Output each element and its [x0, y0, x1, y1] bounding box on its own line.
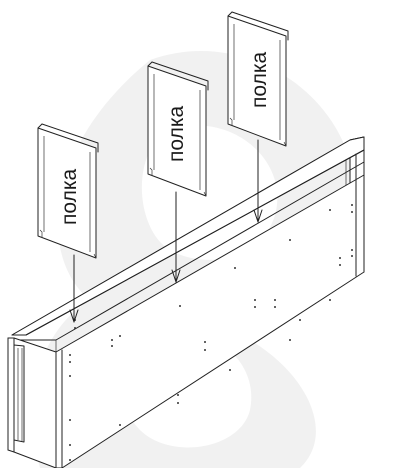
- cabinet-frame: [7, 136, 365, 468]
- shelf-1: полка: [37, 123, 99, 323]
- shelf-3: полка: [227, 11, 289, 223]
- shelf-2-label: полка: [165, 106, 188, 162]
- shelf-2: полка: [147, 61, 209, 283]
- shelf-3-label: полка: [248, 52, 271, 108]
- shelf-1-label: полка: [58, 169, 81, 225]
